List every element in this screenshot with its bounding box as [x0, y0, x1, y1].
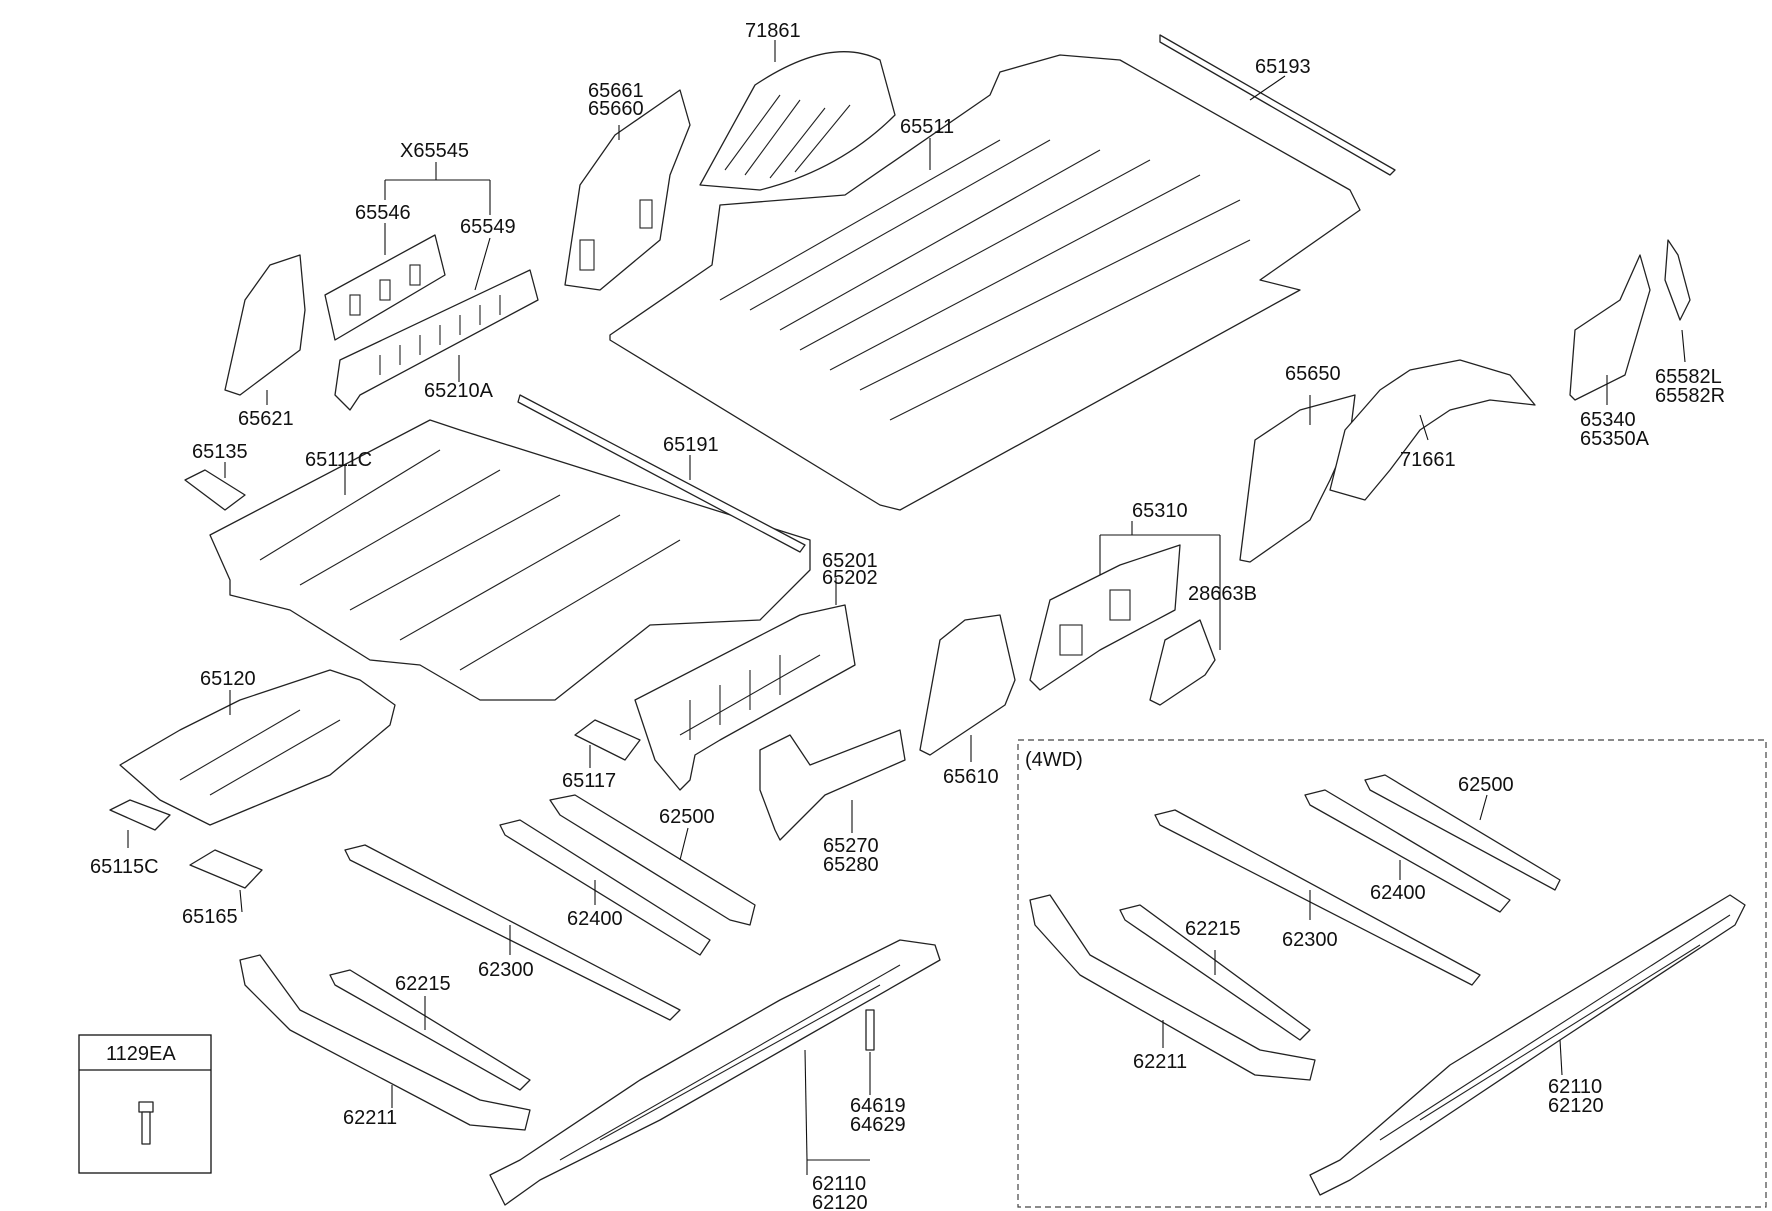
label-62500-right[interactable]: 62500: [1458, 774, 1514, 796]
part-65511[interactable]: [609, 54, 1361, 511]
part-71861[interactable]: [699, 51, 896, 191]
part-28663B[interactable]: [1149, 619, 1216, 706]
label-X65545[interactable]: X65545: [400, 140, 469, 162]
bolt-box: [78, 1034, 212, 1174]
part-62110b[interactable]: [1309, 894, 1746, 1196]
label-64619[interactable]: 64619: [850, 1095, 906, 1117]
label-65582L[interactable]: 65582L: [1655, 366, 1722, 388]
part-65661[interactable]: [564, 89, 691, 291]
label-65546[interactable]: 65546: [355, 202, 411, 224]
part-65621[interactable]: [224, 254, 306, 396]
part-62400a[interactable]: [499, 819, 711, 956]
part-62300b[interactable]: [1154, 809, 1481, 986]
part-65201[interactable]: [634, 604, 856, 791]
part-62211b[interactable]: [1029, 894, 1316, 1081]
label-62300-left[interactable]: 62300: [478, 959, 534, 981]
label-28663B[interactable]: 28663B: [1188, 583, 1257, 605]
part-65120[interactable]: [119, 669, 396, 826]
label-65210A[interactable]: 65210A: [424, 380, 494, 402]
part-65310[interactable]: [1029, 544, 1181, 691]
label-65280[interactable]: 65280: [823, 854, 879, 876]
label-62215-left[interactable]: 62215: [395, 973, 451, 995]
part-65193[interactable]: [1159, 34, 1396, 176]
label-62400-left[interactable]: 62400: [567, 908, 623, 930]
label-1129EA[interactable]: 1129EA: [106, 1043, 176, 1065]
label-64629[interactable]: 64629: [850, 1114, 906, 1136]
label-62110-right[interactable]: 62110: [1548, 1076, 1602, 1098]
part-62211a[interactable]: [239, 954, 531, 1131]
part-62110a[interactable]: [489, 939, 941, 1206]
label-4wd: (4WD): [1025, 749, 1083, 771]
label-65191[interactable]: 65191: [663, 434, 719, 456]
label-65549[interactable]: 65549: [460, 216, 516, 238]
label-71861[interactable]: 71861: [745, 20, 801, 42]
part-65165[interactable]: [189, 849, 263, 889]
label-62110-left[interactable]: 62110: [812, 1173, 866, 1195]
label-65201[interactable]: 65201: [822, 550, 878, 572]
part-65546[interactable]: [324, 234, 446, 341]
part-64619[interactable]: [865, 1009, 875, 1051]
label-62211-left[interactable]: 62211: [343, 1107, 397, 1129]
label-71661[interactable]: 71661: [1400, 449, 1456, 471]
part-71661[interactable]: [1329, 359, 1536, 501]
label-62120-left[interactable]: 62120: [812, 1192, 868, 1211]
bolt-icon: [138, 1101, 154, 1145]
4wd-frame: [1017, 739, 1767, 1208]
label-62211-right[interactable]: 62211: [1133, 1051, 1187, 1073]
label-65193[interactable]: 65193: [1255, 56, 1311, 78]
part-65270[interactable]: [759, 729, 906, 841]
part-62215a[interactable]: [329, 969, 531, 1091]
label-65610[interactable]: 65610: [943, 766, 999, 788]
part-62500a[interactable]: [549, 794, 756, 926]
part-65191[interactable]: [517, 394, 806, 553]
part-65610[interactable]: [919, 614, 1016, 756]
part-65549[interactable]: [334, 269, 539, 411]
part-65117[interactable]: [574, 719, 641, 761]
label-65117[interactable]: 65117: [562, 770, 616, 792]
label-65270[interactable]: 65270: [823, 835, 879, 857]
label-65202[interactable]: 65202: [822, 567, 878, 589]
label-62300-right[interactable]: 62300: [1282, 929, 1338, 951]
label-65660[interactable]: 65660: [588, 98, 644, 120]
part-labels: 71861 65193 65661 65660 65511 X65545 655…: [90, 20, 1725, 1211]
label-65621[interactable]: 65621: [238, 408, 294, 430]
part-65135[interactable]: [184, 469, 246, 511]
part-65115C[interactable]: [109, 799, 171, 831]
label-65340[interactable]: 65340: [1580, 409, 1636, 431]
label-62500-left[interactable]: 62500: [659, 806, 715, 828]
part-65582L[interactable]: [1664, 239, 1691, 321]
label-65310[interactable]: 65310: [1132, 500, 1188, 522]
part-62300a[interactable]: [344, 844, 681, 1021]
label-65511[interactable]: 65511: [900, 116, 954, 138]
part-65340[interactable]: [1569, 254, 1651, 401]
label-65111C[interactable]: 65111C: [305, 449, 372, 471]
label-65350A[interactable]: 65350A: [1580, 428, 1650, 450]
label-65165[interactable]: 65165: [182, 906, 238, 928]
part-62500b[interactable]: [1364, 774, 1561, 891]
leader-lines: [127, 40, 1686, 1175]
label-65582R[interactable]: 65582R: [1655, 385, 1725, 407]
label-65120[interactable]: 65120: [200, 668, 256, 690]
label-65115C[interactable]: 65115C: [90, 856, 159, 878]
label-65135[interactable]: 65135: [192, 441, 248, 463]
label-62120-right[interactable]: 62120: [1548, 1095, 1604, 1117]
part-65111C[interactable]: [209, 419, 811, 701]
part-62400b[interactable]: [1304, 789, 1511, 913]
label-62400-right[interactable]: 62400: [1370, 882, 1426, 904]
label-65661[interactable]: 65661: [588, 80, 644, 102]
label-62215-right[interactable]: 62215: [1185, 918, 1241, 940]
label-65650[interactable]: 65650: [1285, 363, 1341, 385]
